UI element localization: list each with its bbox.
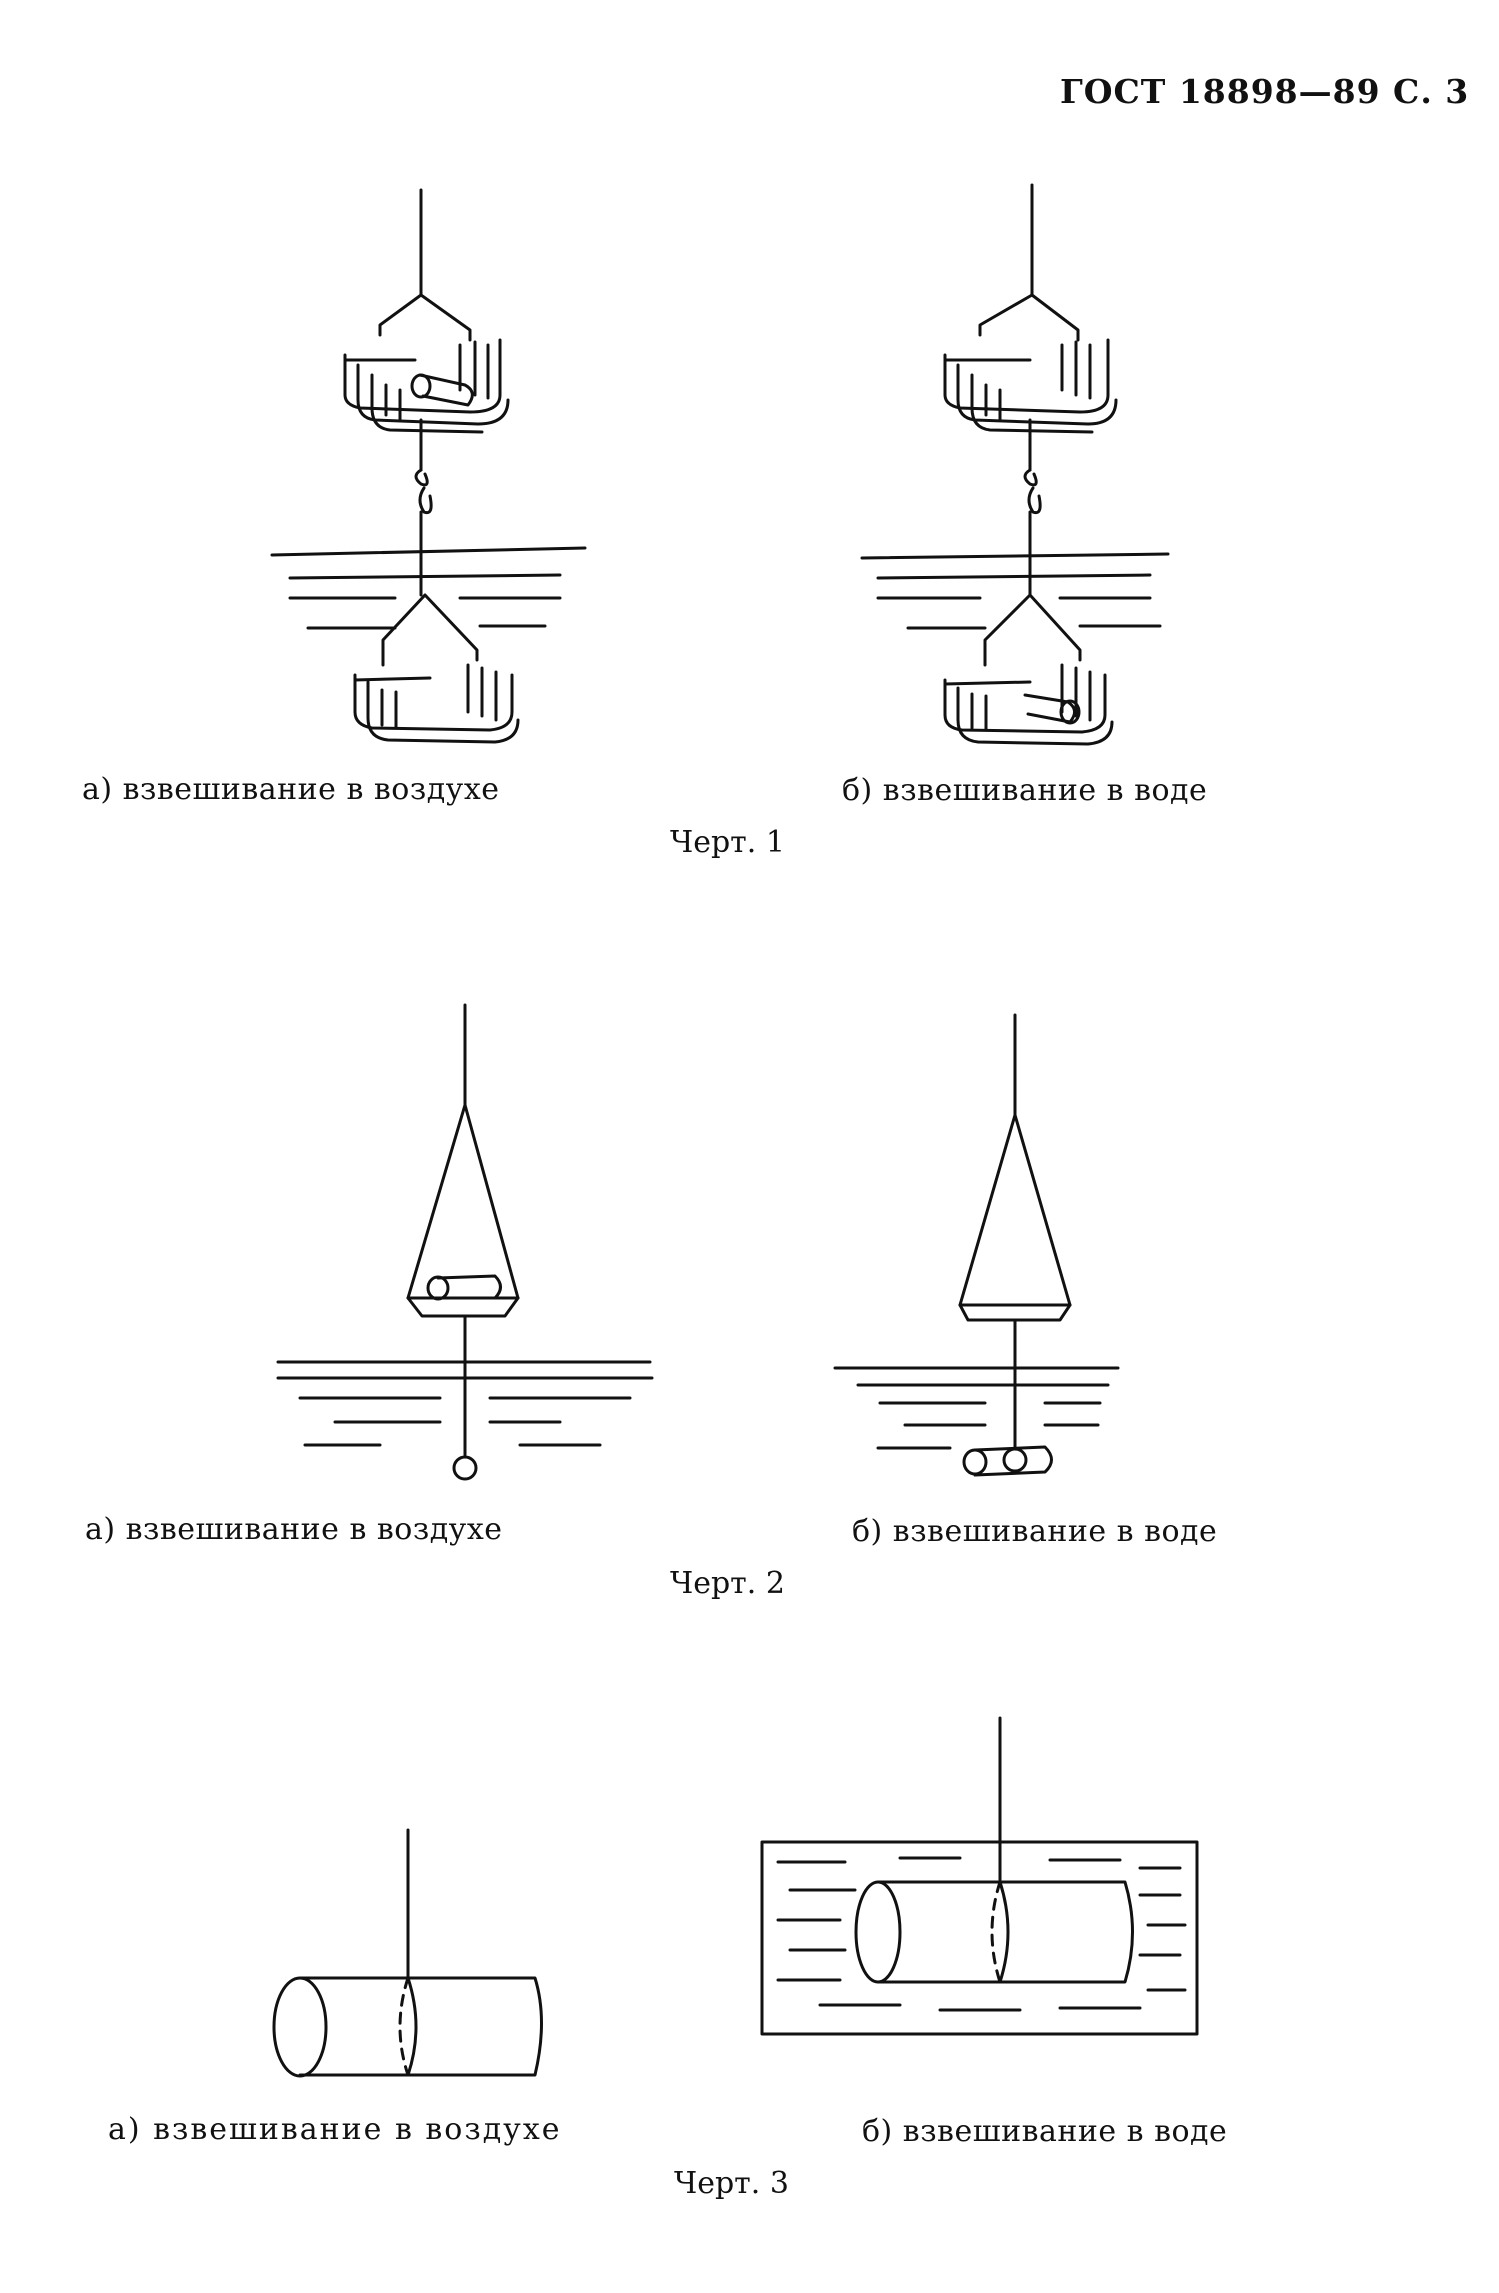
fig1-a-upper-basket <box>343 338 510 434</box>
fig2-b-sample <box>962 1445 1053 1477</box>
fig1-b-drawing <box>860 183 1170 746</box>
fig3-caption-b: б) взвешивание в воде <box>862 2114 1228 2149</box>
fig1-b-upper-basket <box>943 338 1118 434</box>
fig1-caption-a: а) взвешивание в воздухе <box>82 772 500 807</box>
fig3-caption-a: а) взвешивание в воздухе <box>108 2112 562 2147</box>
fig3-title: Черт. 3 <box>674 2166 789 2201</box>
fig1-a-drawing <box>270 188 587 744</box>
fig1-b-lower-basket <box>943 663 1114 746</box>
fig1-b-sample <box>1023 693 1081 725</box>
fig2-a-drawing <box>276 1003 654 1481</box>
fig1-a-sample <box>410 373 474 407</box>
fig2-a-sample <box>426 1274 502 1301</box>
fig1-title: Черт. 1 <box>670 825 785 860</box>
page-header: ГОСТ 18898—89 С. 3 <box>1060 72 1470 111</box>
fig2-caption-b: б) взвешивание в воде <box>852 1514 1218 1549</box>
fig1-a-lower-basket <box>353 663 520 744</box>
fig1-caption-b: б) взвешивание в воде <box>842 773 1208 808</box>
fig2-b-drawing <box>833 1013 1120 1477</box>
fig2-caption-a: а) взвешивание в воздухе <box>85 1512 503 1547</box>
fig2-title: Черт. 2 <box>670 1566 785 1601</box>
fig3-b-drawing <box>760 1716 1199 2036</box>
fig3-a-drawing <box>272 1828 543 2078</box>
